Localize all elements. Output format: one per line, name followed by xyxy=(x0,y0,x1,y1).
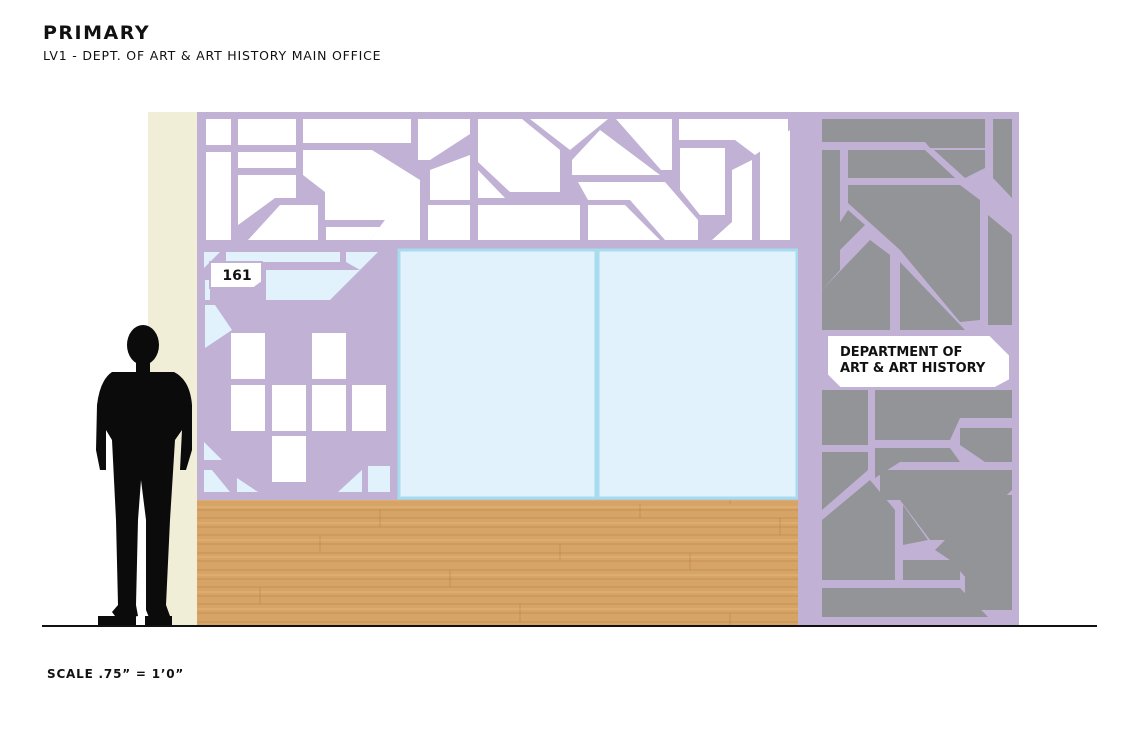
glass-window xyxy=(397,248,799,500)
wood-base xyxy=(197,500,799,626)
upper-lattice-openings xyxy=(206,119,790,240)
dept-sign-line2: ART & ART HISTORY xyxy=(840,361,986,376)
lower-left-openings xyxy=(204,252,390,492)
page-subtitle: LV1 - DEPT. OF ART & ART HISTORY MAIN OF… xyxy=(43,48,382,63)
room-number-sign: 161 xyxy=(209,261,263,289)
right-panel-openings xyxy=(822,119,1012,617)
department-sign: DEPARTMENT OF ART & ART HISTORY xyxy=(826,334,1011,389)
page-title: PRIMARY xyxy=(43,22,151,44)
person-silhouette-icon xyxy=(96,325,192,626)
scale-label: SCALE .75” = 1’0” xyxy=(47,667,185,681)
room-number: 161 xyxy=(222,268,251,284)
dept-sign-line1: DEPARTMENT OF xyxy=(840,345,962,360)
display-frames xyxy=(231,333,386,482)
